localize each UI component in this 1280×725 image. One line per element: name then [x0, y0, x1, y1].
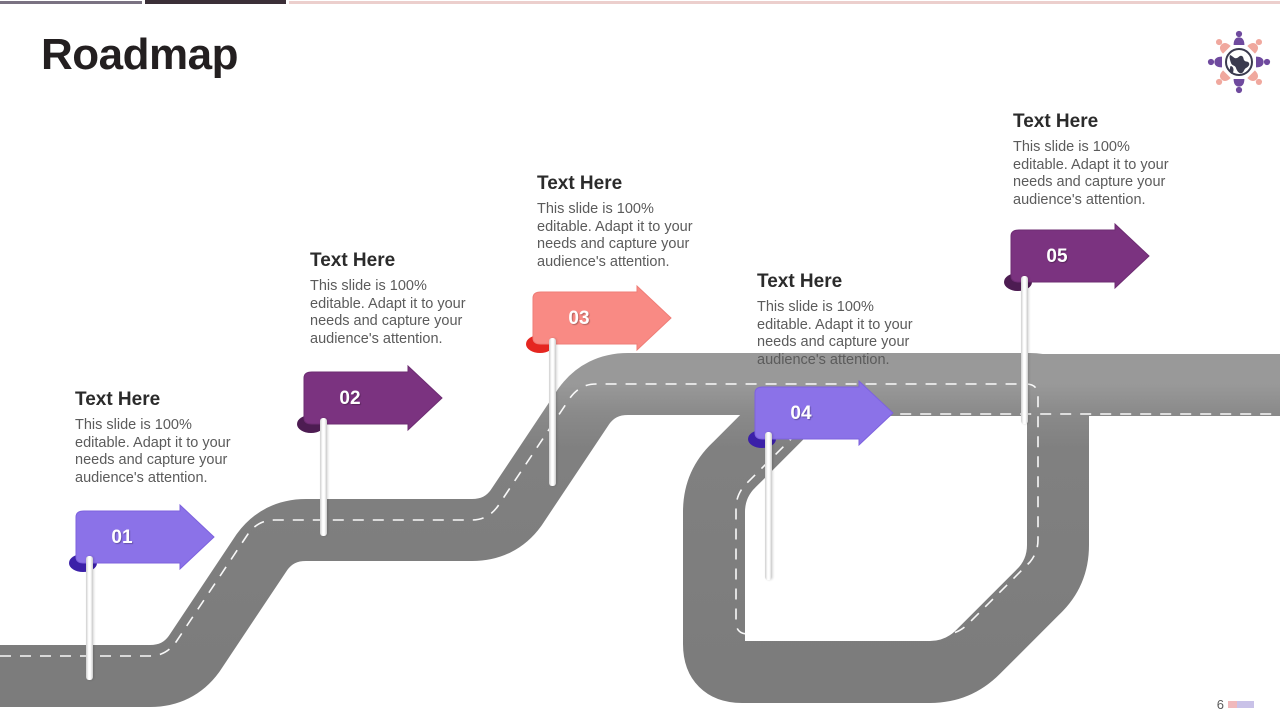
- milestone-01-text: Text Here This slide is 100% editable. A…: [75, 388, 245, 487]
- top-accent-segment-1: [0, 1, 142, 4]
- milestone-01-pole: [86, 556, 93, 680]
- milestone-04-pole: [765, 432, 772, 580]
- milestone-05-text: Text Here This slide is 100% editable. A…: [1013, 110, 1183, 209]
- milestone-03-body: This slide is 100% editable. Adapt it to…: [537, 201, 693, 270]
- milestone-04-body: This slide is 100% editable. Adapt it to…: [757, 299, 913, 368]
- top-accent-segment-3: [289, 1, 1280, 4]
- milestone-03-pole: [549, 338, 556, 486]
- milestone-02-heading: Text Here: [310, 250, 396, 271]
- milestone-01-heading: Text Here: [75, 389, 161, 410]
- top-accent-segment-2: [145, 0, 286, 4]
- milestone-04-text: Text Here This slide is 100% editable. A…: [757, 270, 927, 369]
- milestone-02-pole: [320, 418, 327, 536]
- milestone-05-body: This slide is 100% editable. Adapt it to…: [1013, 139, 1169, 208]
- milestone-02-body: This slide is 100% editable. Adapt it to…: [310, 278, 466, 347]
- milestone-03-flag[interactable]: 03: [525, 284, 672, 353]
- page-title: Roadmap: [41, 30, 238, 79]
- milestone-03-heading: Text Here: [537, 173, 623, 194]
- page-number-value: 6: [1216, 697, 1224, 712]
- page-number: 6: [1217, 697, 1254, 712]
- globe-people-icon: [1205, 28, 1273, 96]
- milestone-04-heading: Text Here: [757, 271, 843, 292]
- page-number-accent-bar: [1228, 701, 1254, 708]
- milestone-02-flag[interactable]: 02: [296, 364, 443, 433]
- milestone-05-pole: [1021, 276, 1028, 424]
- top-accent-bar: [0, 0, 1280, 5]
- milestone-03-text: Text Here This slide is 100% editable. A…: [537, 172, 707, 271]
- milestone-05-heading: Text Here: [1013, 111, 1099, 132]
- milestone-01-body: This slide is 100% editable. Adapt it to…: [75, 417, 231, 486]
- milestone-02-text: Text Here This slide is 100% editable. A…: [310, 249, 480, 348]
